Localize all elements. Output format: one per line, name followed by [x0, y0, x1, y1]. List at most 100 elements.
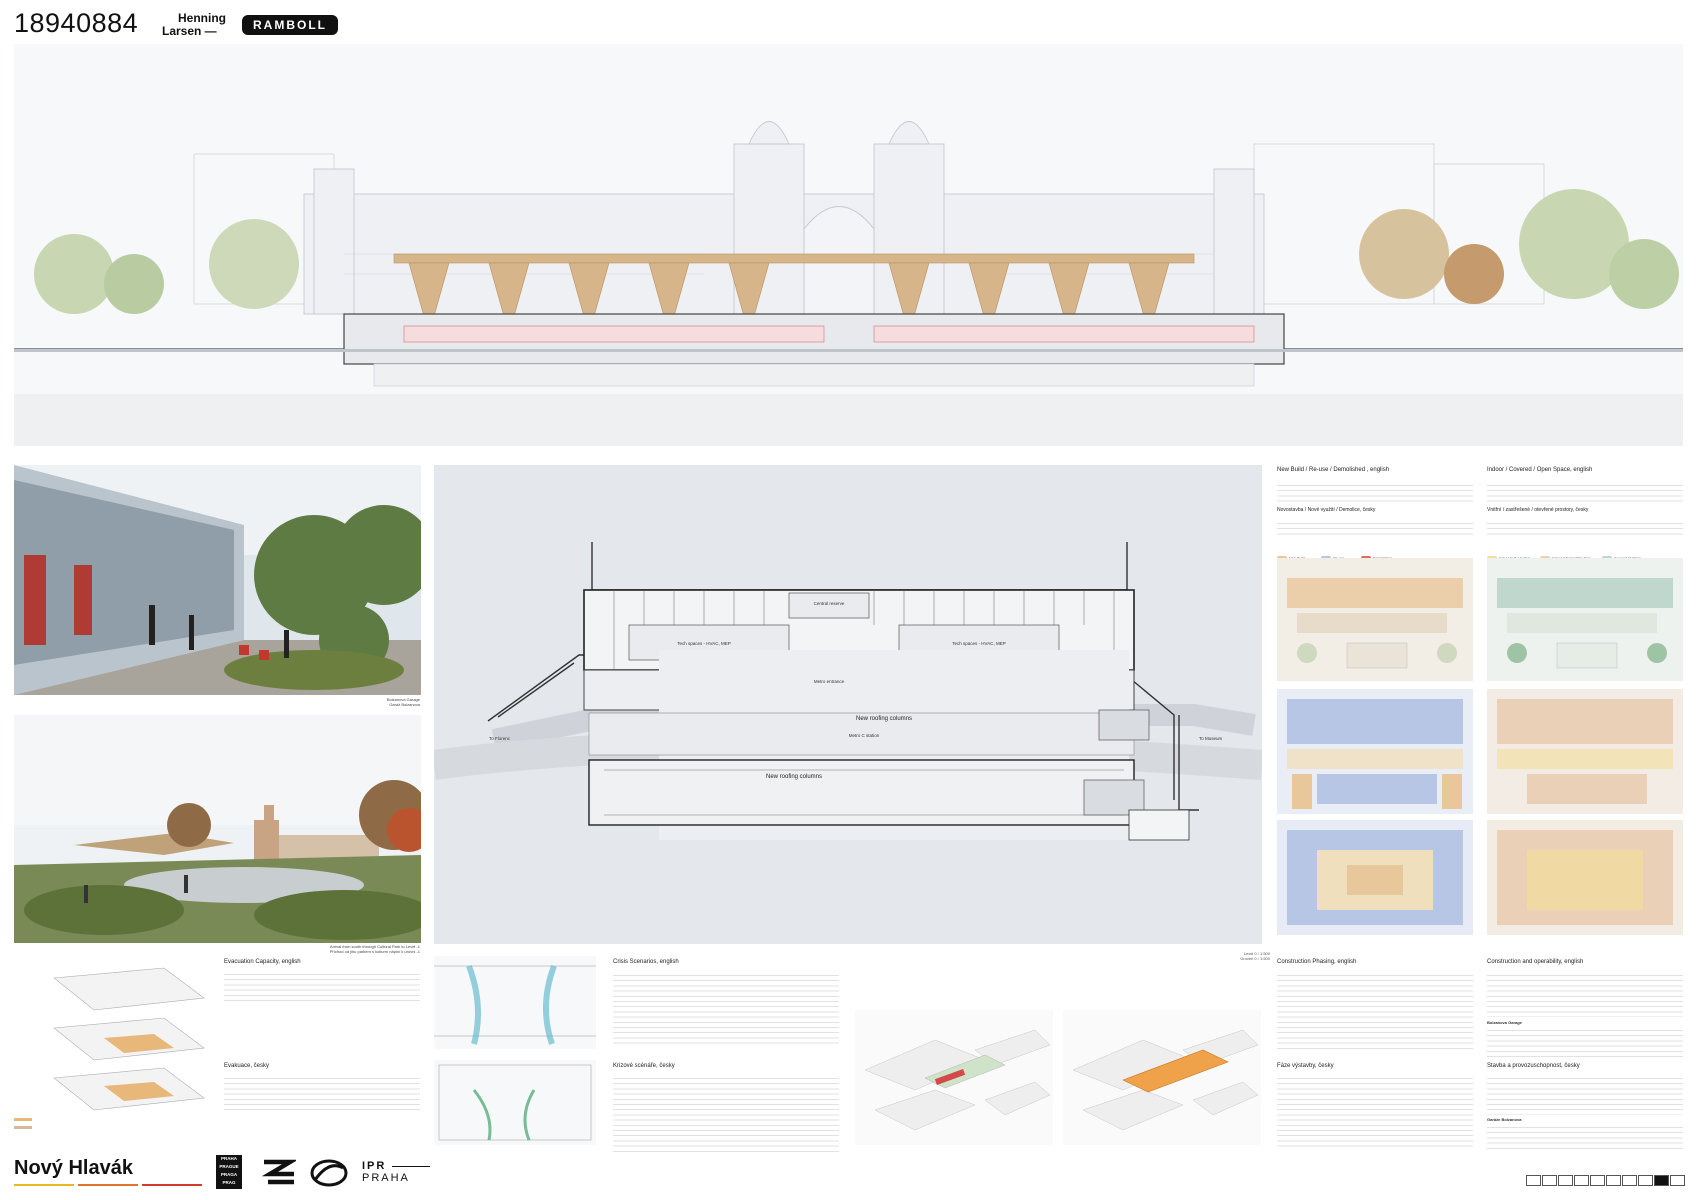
title-underline-yellow — [14, 1184, 74, 1186]
pager-box — [1606, 1175, 1621, 1186]
pager-box — [1654, 1175, 1669, 1186]
photo1-caption-line1: Bolzanova Garage — [386, 697, 420, 702]
praha-logo: PRAHA PRAGUE PRAGA PRAG — [216, 1155, 242, 1189]
ramboll-logo: RAMBOLL — [242, 15, 338, 35]
photo2-caption-line1: Arrival from south through Cultural Park… — [329, 944, 420, 949]
indoor-diagram-1-svg — [1487, 558, 1683, 681]
crisis-diagram-top-svg — [434, 956, 596, 1049]
photo1-caption-line2: Garáž Bolzanova — [389, 702, 420, 707]
label-to-florenc: To Florenc — [489, 736, 511, 741]
praha-line2: PRAGUE — [219, 1164, 239, 1169]
operability-sub1-text — [1487, 1027, 1683, 1057]
pager-box — [1590, 1175, 1605, 1186]
label-new-roofing-columns-top: New roofing columns — [856, 716, 912, 722]
plan-scale-line1: Level 0 / 1:500 — [1243, 951, 1270, 956]
evacuation-text — [224, 971, 420, 1003]
operability-text — [1487, 972, 1683, 1017]
indoor-text — [1487, 482, 1683, 504]
indoor-diagram-3 — [1487, 820, 1683, 935]
pager-box — [1574, 1175, 1589, 1186]
pager-box — [1558, 1175, 1573, 1186]
praha-line4: PRAG — [222, 1180, 236, 1185]
indoor-czech-title: Vnitřní / zastřešené / otevřené prostory… — [1487, 507, 1589, 513]
construction-text — [1277, 972, 1473, 1052]
label-tech-spaces-right: Tech spaces - HVAC, MEP — [952, 641, 1005, 646]
evacuation-title: Evacuation Capacity, english — [224, 959, 301, 965]
operability-sub1: Bolzanova Garage — [1487, 1020, 1522, 1025]
indoor-czech-text — [1487, 520, 1683, 538]
evacuation-axonometric — [14, 958, 214, 1133]
title-underline-orange — [78, 1184, 138, 1186]
phasing-axonometric-2 — [1063, 1010, 1261, 1145]
photo1-caption: Bolzanova Garage Garáž Bolzanova — [340, 697, 420, 707]
ipr-praha-logo: IPR PRAHA — [362, 1160, 432, 1188]
indoor-diagram-2-svg — [1487, 689, 1683, 814]
project-id: 18940884 — [14, 8, 139, 38]
construction-czech-title: Fáze výstavby, česky — [1277, 1063, 1334, 1069]
section-elevation-svg — [14, 44, 1683, 446]
crisis-diagram-bottom — [434, 1060, 596, 1145]
label-central-reserve: Central reserve — [814, 601, 845, 606]
footer-title: Nový Hlavák — [14, 1157, 133, 1179]
construction-czech-text — [1277, 1075, 1473, 1147]
logo-line-2: Larsen — — [162, 24, 217, 38]
new-build-title: New Build / Re-use / Demolished , englis… — [1277, 467, 1390, 473]
new-build-diagram-3 — [1277, 820, 1473, 935]
title-underline-red — [142, 1184, 202, 1186]
pager-box — [1638, 1175, 1653, 1186]
evacuation-axonometric-svg — [14, 967, 205, 1129]
evacuation-czech-title: Evakuace, česky — [224, 1063, 270, 1069]
operability-title: Construction and operability, english — [1487, 959, 1584, 965]
indoor-diagram-2 — [1487, 689, 1683, 814]
level0-plan-panel: Central reserve Tech spaces - HVAC, MEP … — [434, 465, 1262, 944]
new-build-diagram-1 — [1277, 558, 1473, 681]
render-bolzanova-garage — [14, 465, 421, 695]
operability-sub2: Garáže Bolzanova — [1487, 1117, 1522, 1122]
label-to-museum: To Museum — [1199, 736, 1223, 741]
ipr-rule — [392, 1166, 430, 1167]
phasing-axonometric-1 — [855, 1010, 1053, 1145]
praha-line1: PRAHA — [220, 1156, 237, 1161]
henning-larsen-logo: Henning Larsen — — [162, 12, 226, 38]
plan-scale-line2: Úroveň 0 / 1:500 — [1240, 956, 1270, 961]
railway-logo-svg — [261, 1159, 299, 1185]
label-tech-spaces-left: Tech spaces - HVAC, MEP — [677, 641, 730, 646]
level0-plan-svg: Central reserve Tech spaces - HVAC, MEP … — [434, 465, 1262, 944]
new-build-diagram-2-svg — [1277, 689, 1473, 814]
plan-scale-caption: Level 0 / 1:500 Úroveň 0 / 1:500 — [1210, 951, 1270, 961]
crisis-title: Crisis Scenarios, english — [613, 959, 679, 965]
section-elevation-drawing — [14, 44, 1683, 446]
transit-logo-svg — [310, 1159, 348, 1187]
new-build-diagram-3-svg — [1277, 820, 1473, 935]
render-cultural-park — [14, 715, 421, 943]
pager-box — [1670, 1175, 1685, 1186]
praha-line3: PRAGA — [220, 1172, 238, 1177]
logo-line-1: Henning — [178, 11, 226, 25]
operability-czech-text — [1487, 1075, 1683, 1115]
new-build-czech-text — [1277, 520, 1473, 538]
indoor-diagram-3-svg — [1487, 820, 1683, 935]
phasing-axonometric-1-svg — [855, 1010, 1053, 1145]
label-metro-entrance: Metro entrance — [814, 679, 845, 684]
new-build-diagram-2 — [1277, 689, 1473, 814]
crisis-text — [613, 972, 839, 1047]
transit-logo — [310, 1158, 348, 1188]
construction-title: Construction Phasing, english — [1277, 959, 1357, 965]
new-build-text — [1277, 482, 1473, 504]
crisis-czech-text — [613, 1075, 839, 1155]
ipr-line1: IPR — [362, 1160, 387, 1172]
pager-box — [1622, 1175, 1637, 1186]
pager-box — [1542, 1175, 1557, 1186]
operability-sub2-text — [1487, 1124, 1683, 1149]
pager-box — [1526, 1175, 1541, 1186]
sheet-pager — [1525, 1175, 1685, 1187]
indoor-title: Indoor / Covered / Open Space, english — [1487, 467, 1593, 473]
photo2-caption-line2: Příchod od jihu parkem s kulturní náplní… — [329, 949, 420, 954]
label-new-roofing-columns-bottom: New roofing columns — [766, 774, 822, 780]
indoor-diagram-1 — [1487, 558, 1683, 681]
label-metro-c-station: Metro C station — [849, 733, 880, 738]
evacuation-czech-text — [224, 1075, 420, 1112]
crisis-diagram-bottom-svg — [434, 1060, 596, 1145]
render-park-svg — [14, 715, 421, 943]
crisis-diagram-top — [434, 956, 596, 1049]
